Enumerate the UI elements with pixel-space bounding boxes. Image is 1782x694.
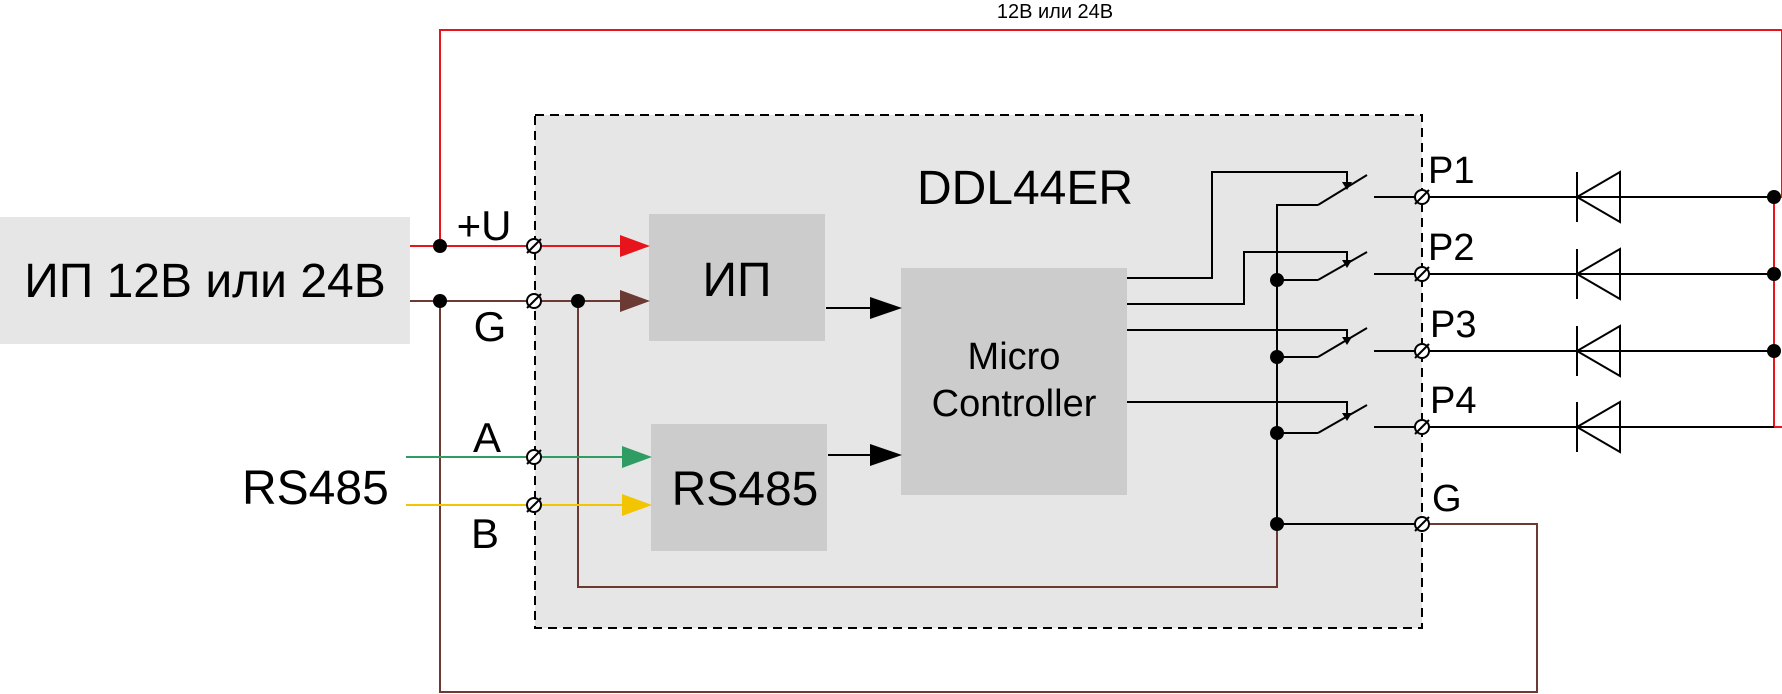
rs485-to-mcu-arrowhead bbox=[870, 444, 902, 466]
psu-to-mcu-arrowhead bbox=[870, 297, 902, 319]
label-p2: P2 bbox=[1428, 227, 1474, 269]
junction-dots bbox=[433, 190, 1781, 531]
terminal-a bbox=[526, 449, 542, 465]
terminal-b bbox=[526, 497, 542, 513]
label-plus-u: +U bbox=[457, 202, 512, 249]
terminal-plus-u bbox=[526, 238, 542, 254]
label-rs485-bus: RS485 bbox=[242, 462, 389, 515]
terminal-p4 bbox=[1414, 419, 1430, 435]
diode-p2 bbox=[1575, 247, 1621, 301]
terminal-g-out bbox=[1414, 516, 1430, 532]
coil-arrows bbox=[1342, 182, 1352, 421]
mcu-label-line1: Micro bbox=[968, 336, 1061, 378]
label-p3: P3 bbox=[1430, 304, 1476, 346]
terminal-p1 bbox=[1414, 189, 1430, 205]
terminal-symbols bbox=[526, 189, 1430, 532]
device-title: DDL44ER bbox=[917, 162, 1133, 215]
psu-block-label: ИП bbox=[703, 254, 772, 307]
rs485-block bbox=[651, 424, 827, 551]
line-a-arrowhead bbox=[622, 446, 652, 468]
terminal-p3 bbox=[1414, 343, 1430, 359]
diode-p1 bbox=[1575, 170, 1621, 224]
ground-wire bbox=[410, 300, 1538, 693]
rs485-block-label: RS485 bbox=[672, 463, 819, 516]
internal-wiring bbox=[826, 171, 1774, 525]
diode-p4 bbox=[1575, 400, 1621, 454]
top-power-label: 12В или 24В bbox=[997, 1, 1113, 23]
label-p4: P4 bbox=[1430, 380, 1476, 422]
label-g-in: G bbox=[474, 303, 507, 350]
ground-arrowhead bbox=[620, 290, 650, 312]
label-p1: P1 bbox=[1428, 150, 1474, 192]
psu-block bbox=[649, 214, 825, 341]
mcu-label-line2: Controller bbox=[932, 383, 1097, 425]
mcu-block bbox=[901, 268, 1127, 495]
label-b: B bbox=[471, 510, 499, 557]
terminal-p2 bbox=[1414, 266, 1430, 282]
label-g-out: G bbox=[1432, 478, 1462, 520]
line-b-arrowhead bbox=[622, 494, 652, 516]
diode-p3 bbox=[1575, 324, 1621, 378]
terminal-g-in bbox=[526, 293, 542, 309]
power-supply-label: ИП 12В или 24В bbox=[24, 255, 385, 308]
power-arrowhead bbox=[620, 235, 650, 257]
label-a: A bbox=[473, 414, 501, 461]
power-supply-box bbox=[0, 217, 410, 344]
